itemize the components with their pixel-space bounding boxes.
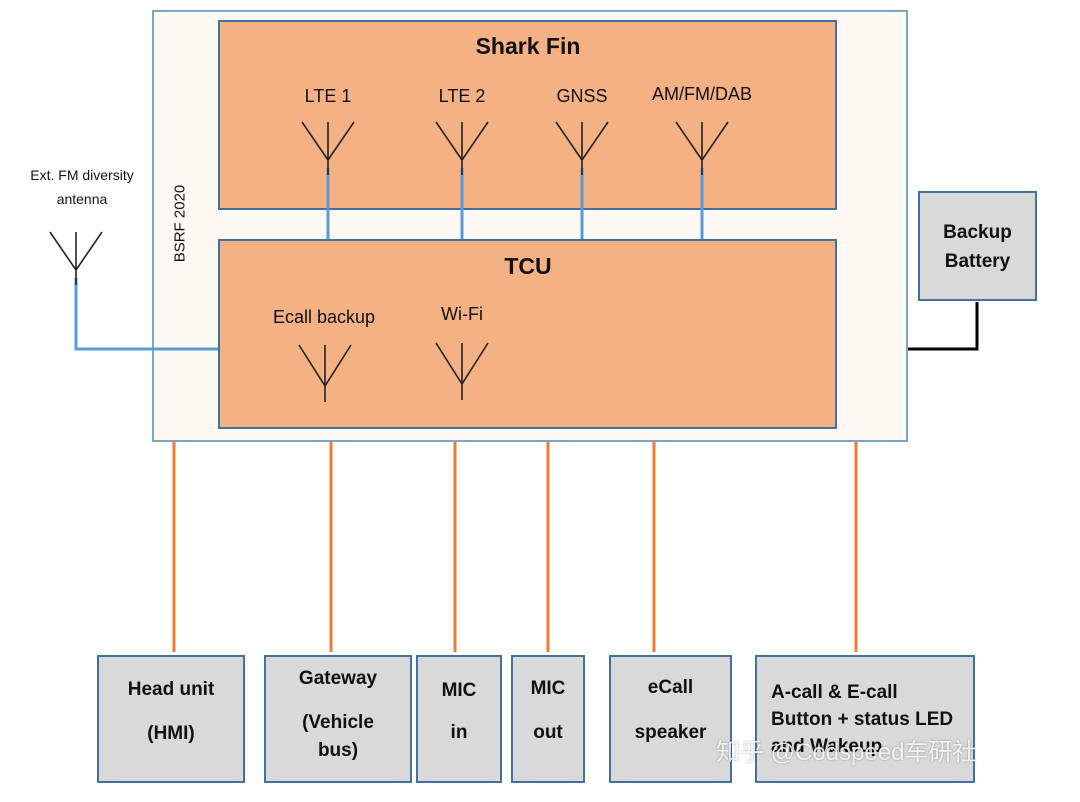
head-unit-line1: Head unit <box>127 679 215 700</box>
label-lte1: LTE 1 <box>304 86 352 106</box>
mic-in-line2: in <box>450 722 468 743</box>
gateway-box <box>264 655 412 783</box>
mic-out-line1: MIC <box>530 678 566 699</box>
watermark: 知乎 @Codspeed车研社 <box>716 739 977 766</box>
gateway-line2: (Vehicle <box>302 712 374 733</box>
antenna-gnss-icon <box>555 121 609 175</box>
mic-in-box <box>416 655 502 783</box>
tcu-title: TCU <box>504 253 552 279</box>
mic-out-box <box>511 655 585 783</box>
backup-battery-line1: Backup <box>943 222 1012 243</box>
button-led-line1: A-call & E-call <box>771 682 898 703</box>
feed-ext-fm <box>74 278 218 351</box>
tcu-box <box>218 239 837 429</box>
ecall-speaker-box <box>609 655 732 783</box>
button-led-box <box>755 655 975 783</box>
shark-fin-box <box>218 20 837 210</box>
head-unit-line2: (HMI) <box>147 723 195 744</box>
ecall-speaker-line1: eCall <box>647 677 694 698</box>
label-lte2: LTE 2 <box>438 86 486 106</box>
antenna-wifi-icon <box>435 342 489 400</box>
antenna-ext-fm-icon <box>49 231 103 285</box>
label-amfmdab: AM/FM/DAB <box>651 84 752 104</box>
backup-battery-box <box>918 191 1037 301</box>
button-led-line3: and Wakeup <box>771 736 883 757</box>
backup-battery-line2: Battery <box>944 251 1011 272</box>
head-unit-box <box>97 655 245 783</box>
label-ecall-backup: Ecall backup <box>272 307 376 327</box>
gateway-line1: Gateway <box>298 668 378 689</box>
ecall-speaker-line2: speaker <box>634 722 707 743</box>
gateway-line3: bus) <box>317 740 359 761</box>
label-gnss: GNSS <box>556 86 608 106</box>
shark-fin-title: Shark Fin <box>475 33 581 59</box>
mic-in-line1: MIC <box>441 680 477 701</box>
label-wifi: Wi-Fi <box>441 304 483 324</box>
mic-out-line2: out <box>533 722 563 743</box>
button-led-line2: Button + status LED <box>771 709 954 730</box>
antenna-lte2-icon <box>435 121 489 175</box>
label-ext-fm-line2: antenna <box>56 191 108 207</box>
antenna-lte1-icon <box>301 121 355 175</box>
antenna-amfmdab-icon <box>675 121 729 175</box>
label-ext-fm-line1: Ext. FM diversity <box>30 167 134 183</box>
antenna-ecall-backup-icon <box>298 344 352 402</box>
